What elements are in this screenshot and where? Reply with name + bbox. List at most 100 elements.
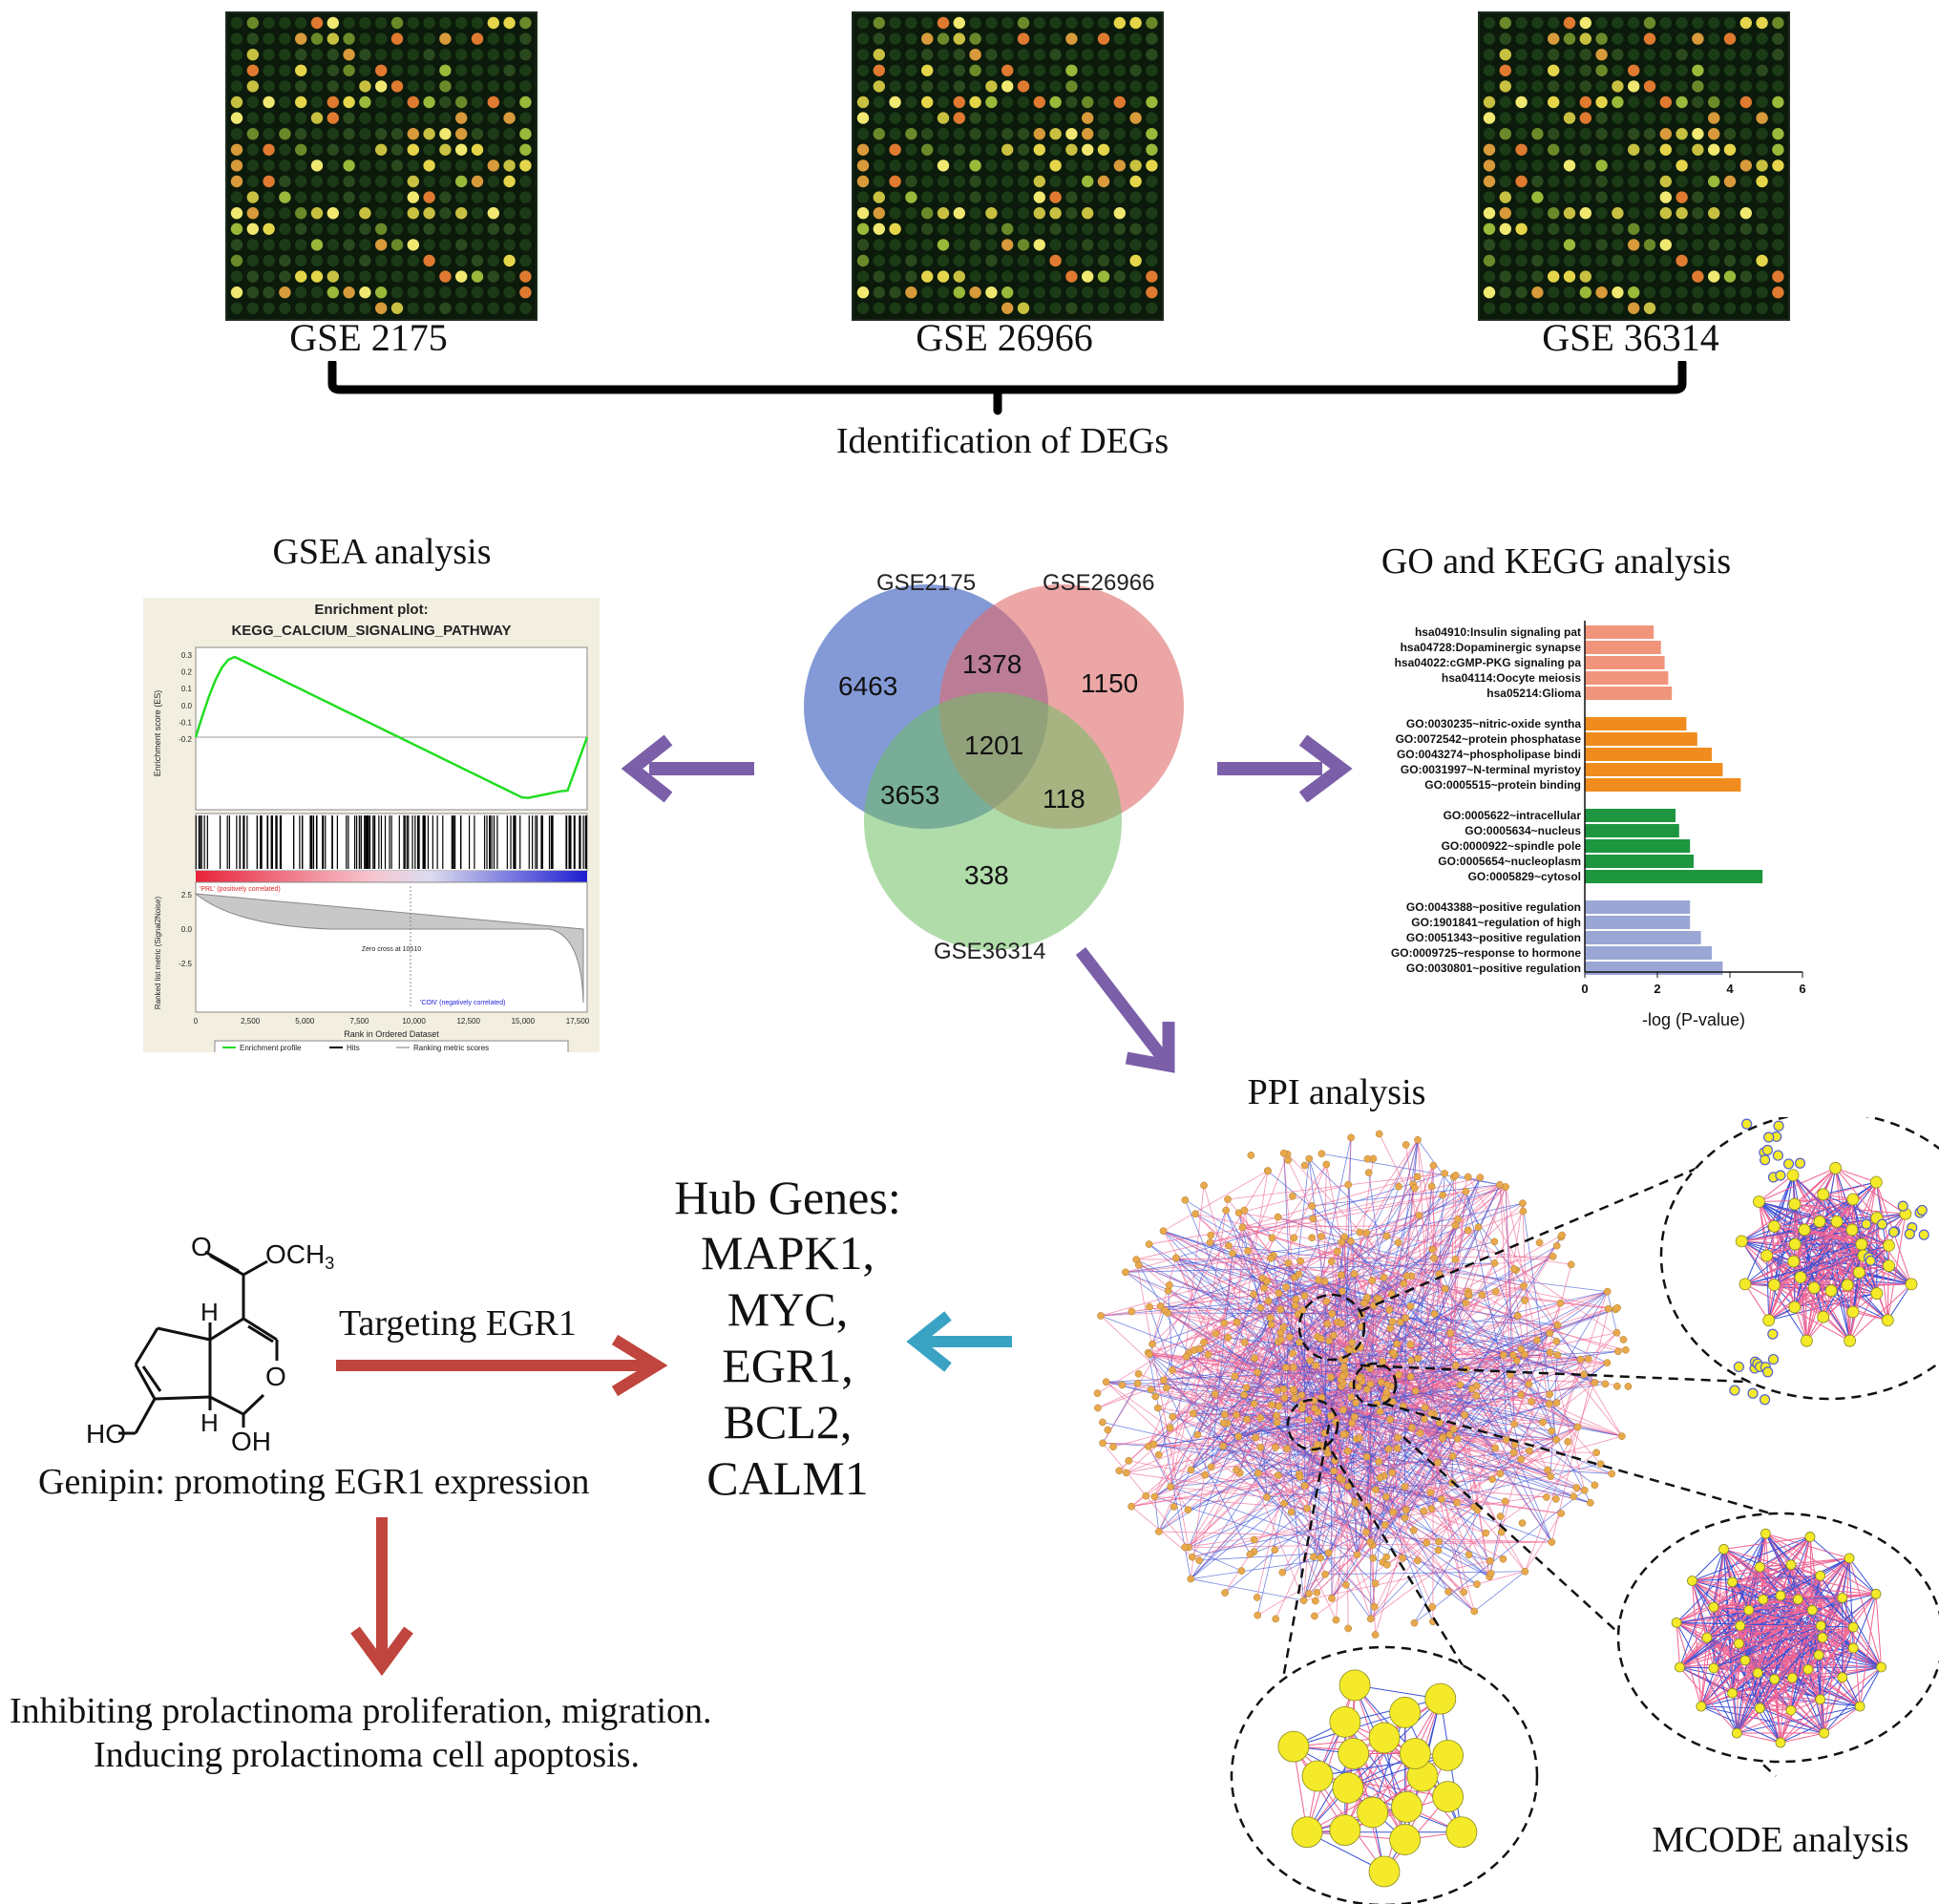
array-spot xyxy=(953,207,965,220)
array-spot xyxy=(327,207,339,220)
array-spot xyxy=(246,254,259,267)
microarray-image-1 xyxy=(225,11,537,321)
ppi-edge xyxy=(1321,1397,1585,1491)
es-tick-label: 0.0 xyxy=(181,702,193,710)
array-spot xyxy=(439,64,452,76)
mcode-cluster-2-edge xyxy=(1848,1557,1883,1668)
ppi-node xyxy=(1400,1280,1408,1288)
go-bar xyxy=(1585,900,1691,914)
ppi-node xyxy=(1430,1310,1439,1318)
ppi-edge xyxy=(1327,1251,1338,1453)
ppi-edge xyxy=(1326,1273,1355,1302)
array-spot xyxy=(230,270,243,283)
ppi-node xyxy=(1300,1161,1309,1170)
ppi-edge xyxy=(1351,1342,1432,1510)
array-spot xyxy=(856,302,870,314)
array-spot xyxy=(295,16,307,30)
ppi-node xyxy=(1099,1439,1106,1448)
ppi-node xyxy=(1154,1450,1163,1459)
ppi-node xyxy=(1451,1172,1460,1179)
ppi-node xyxy=(1351,1499,1359,1508)
array-spot xyxy=(375,32,388,45)
array-spot xyxy=(1033,207,1045,220)
array-spot xyxy=(1065,49,1078,61)
ppi-node xyxy=(1276,1335,1285,1343)
array-spot xyxy=(856,270,870,283)
array-spot xyxy=(1708,302,1720,314)
ppi-node xyxy=(1572,1484,1581,1491)
array-spot xyxy=(1483,80,1496,93)
array-spot xyxy=(1515,254,1528,267)
ppi-node xyxy=(1406,1302,1415,1310)
mcode-cluster-2-node xyxy=(1815,1570,1826,1581)
array-spot xyxy=(1676,128,1688,140)
array-spot xyxy=(1033,128,1045,140)
array-spot xyxy=(1739,64,1752,76)
array-spot xyxy=(1548,32,1560,45)
mcode-cluster-2-edge xyxy=(1723,1549,1854,1628)
array-spot xyxy=(1628,286,1640,299)
array-spot xyxy=(873,159,885,172)
mcode-cluster-2-edge xyxy=(1706,1593,1877,1639)
array-spot xyxy=(1723,49,1737,61)
ppi-node xyxy=(1212,1329,1220,1338)
array-spot xyxy=(1772,16,1784,30)
mcode-cluster-3-node xyxy=(1391,1790,1423,1823)
mcode-cluster-2-edge xyxy=(1774,1597,1844,1680)
array-spot xyxy=(1483,95,1496,109)
array-spot xyxy=(390,207,404,220)
array-spot xyxy=(1033,286,1045,299)
array-spot xyxy=(937,207,950,220)
mcode-satellite-node xyxy=(1741,1118,1753,1130)
array-spot xyxy=(519,159,532,172)
array-spot xyxy=(921,112,934,124)
ppi-node xyxy=(1430,1254,1438,1262)
array-spot xyxy=(471,32,484,45)
ppi-edge xyxy=(1297,1304,1375,1315)
ppi-edge xyxy=(1153,1444,1475,1508)
ppi-node xyxy=(1350,1412,1359,1421)
array-spot xyxy=(969,64,981,76)
ppi-node xyxy=(1401,1483,1409,1491)
array-spot xyxy=(1708,175,1720,188)
hub-gene-4: BCL2, xyxy=(723,1395,853,1449)
array-spot xyxy=(1146,239,1158,251)
array-spot xyxy=(455,222,468,235)
array-spot xyxy=(1563,270,1576,283)
array-spot xyxy=(246,32,259,45)
metric-tick-label: -2.5 xyxy=(179,960,192,968)
mcode-cluster-2-edge xyxy=(1842,1593,1877,1598)
array-spot xyxy=(889,95,901,109)
array-spot xyxy=(359,16,371,30)
ppi-node xyxy=(1490,1259,1499,1267)
ppi-edge xyxy=(1138,1373,1475,1508)
array-spot xyxy=(246,80,259,93)
array-spot xyxy=(1065,64,1078,76)
array-spot xyxy=(1723,95,1737,109)
ppi-edge xyxy=(1222,1226,1479,1447)
ppi-node xyxy=(1348,1419,1356,1428)
ppi-node xyxy=(1389,1349,1398,1357)
mcode-cluster-1-node xyxy=(1788,1238,1802,1251)
array-spot xyxy=(1097,128,1110,140)
array-spot xyxy=(921,175,934,188)
array-spot xyxy=(263,286,275,299)
array-spot xyxy=(1483,175,1496,188)
ppi-node xyxy=(1274,1213,1282,1221)
array-spot xyxy=(487,270,499,283)
chem-ho: HO xyxy=(86,1419,126,1449)
ppi-node xyxy=(1556,1299,1565,1307)
ppi-node xyxy=(1402,1314,1410,1322)
mcode-cluster-1-edge xyxy=(1774,1217,1878,1286)
array-spot xyxy=(1739,254,1752,267)
ppi-edge xyxy=(1126,1472,1368,1508)
array-spot xyxy=(1531,270,1544,283)
array-spot xyxy=(985,207,998,220)
array-spot xyxy=(343,207,355,220)
mcode-cluster-2-edge xyxy=(1852,1627,1861,1707)
ppi-node xyxy=(1410,1618,1419,1627)
ppi-edge xyxy=(1417,1139,1595,1384)
mcode-cluster-2-edge xyxy=(1723,1535,1811,1550)
mcode-satellite-node xyxy=(1773,1120,1784,1132)
ppi-node xyxy=(1584,1355,1592,1364)
